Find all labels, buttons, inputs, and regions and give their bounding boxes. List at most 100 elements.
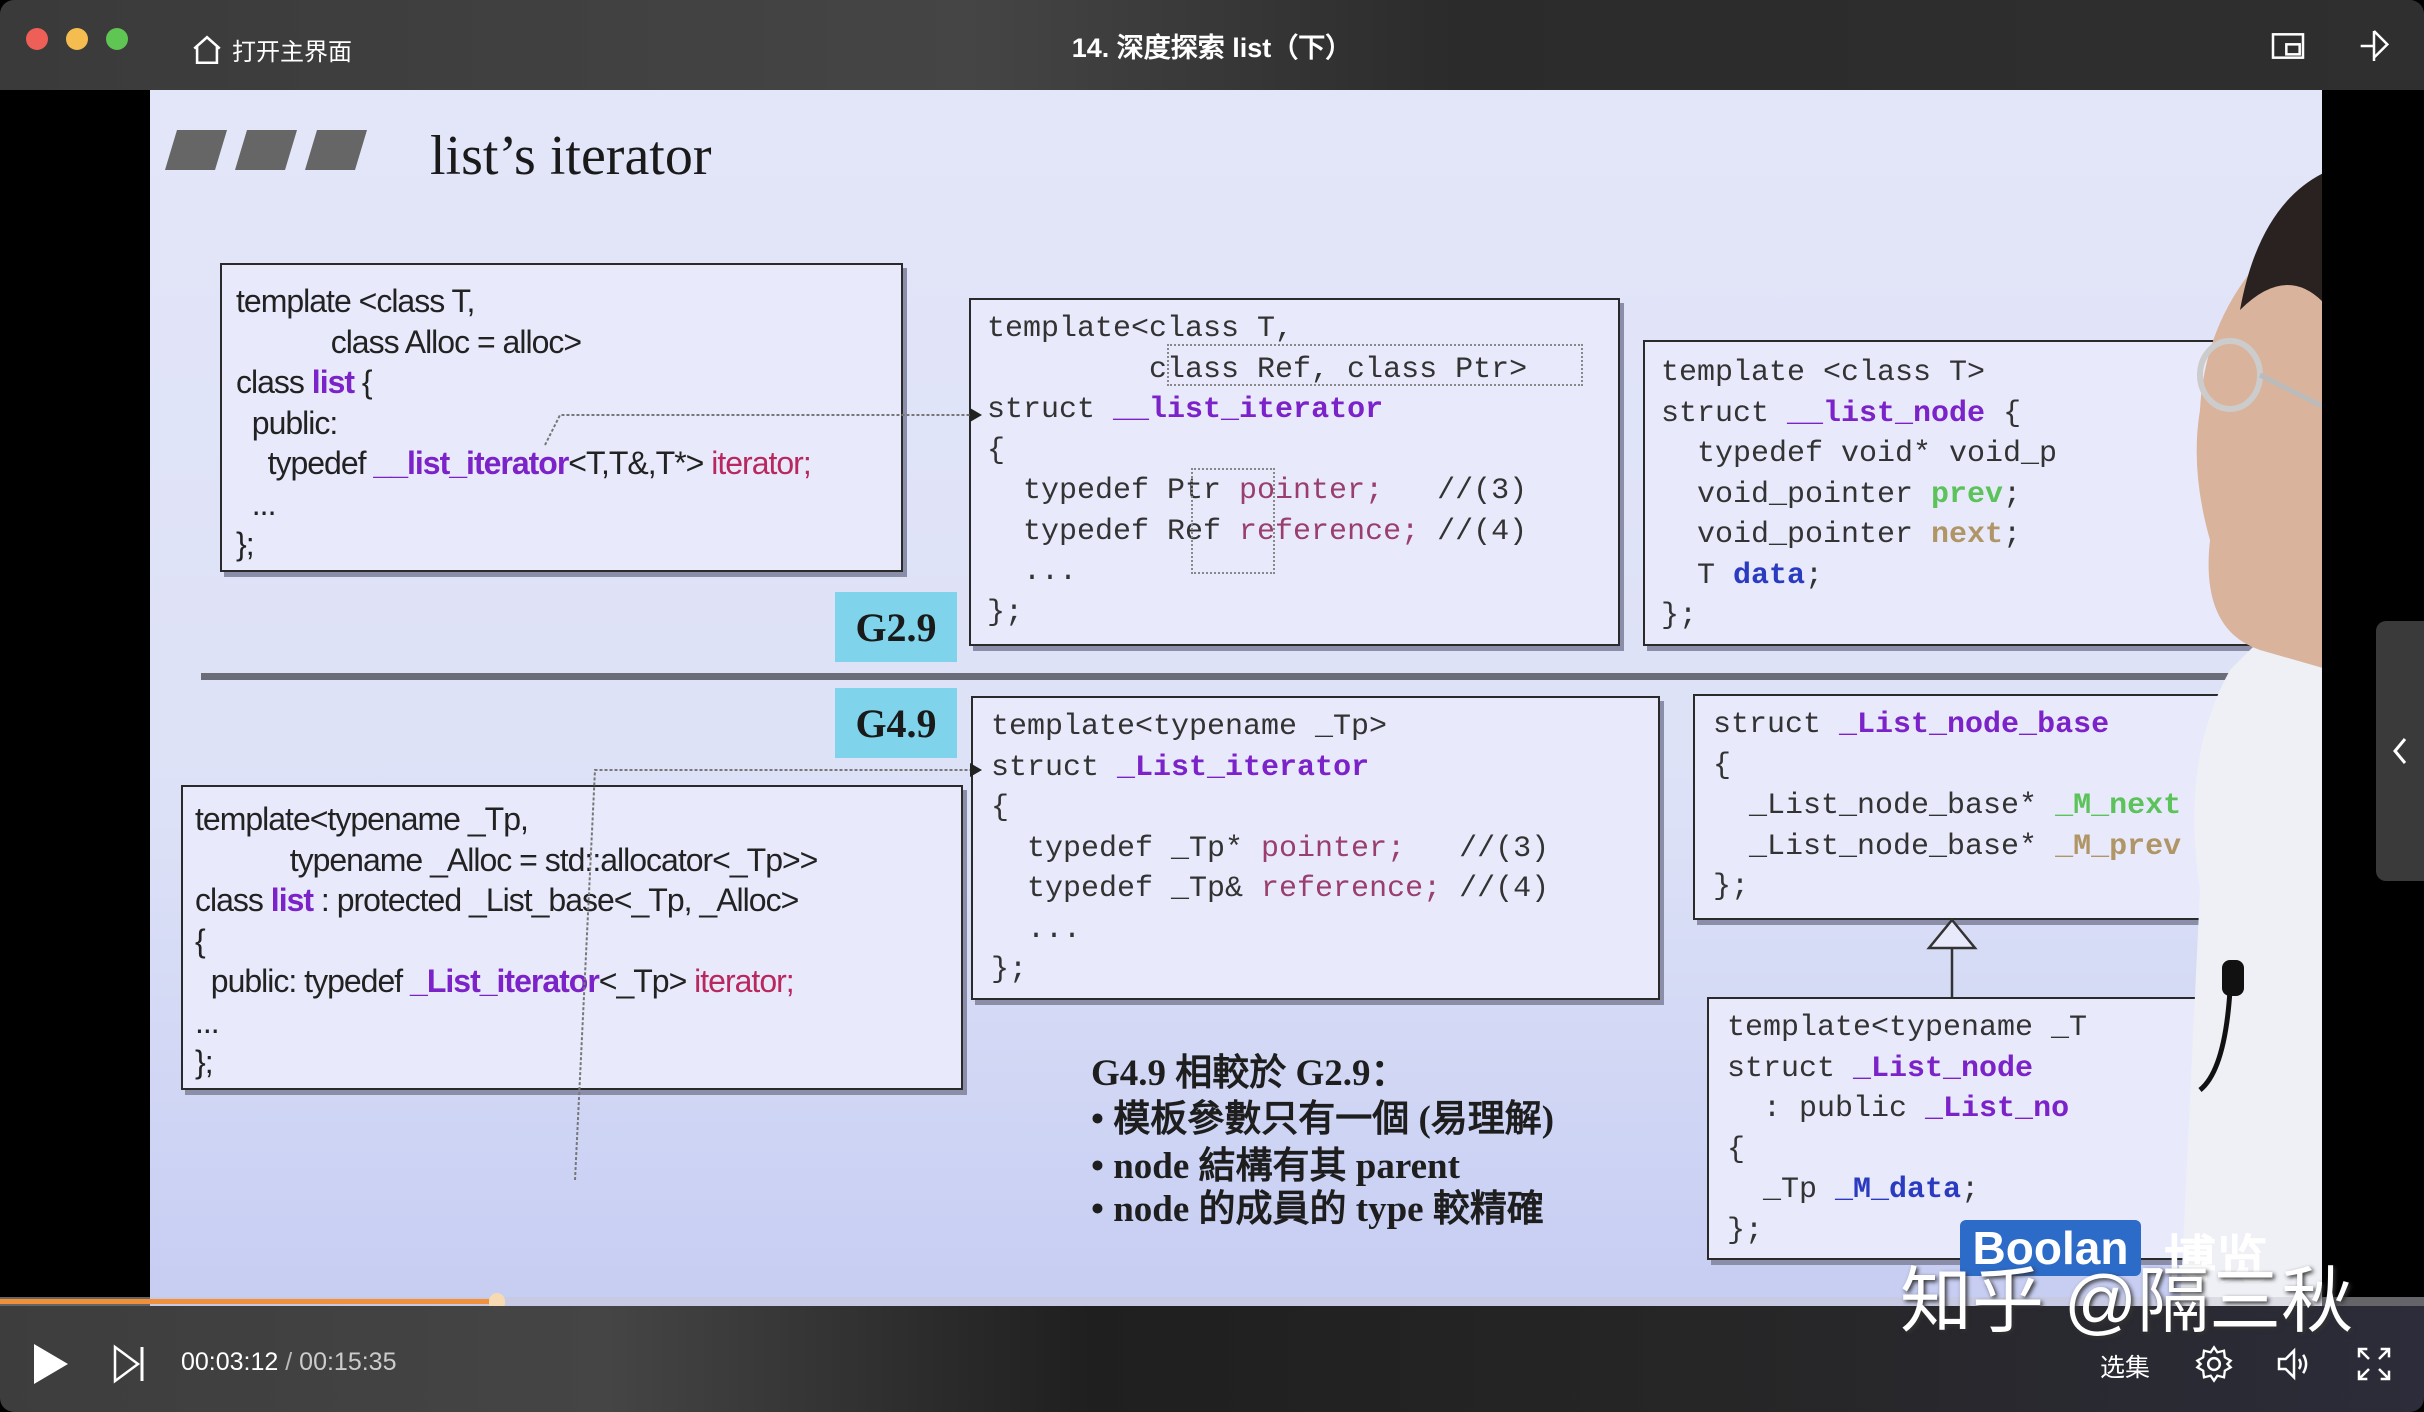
code-token: class — [195, 882, 271, 918]
slide: list’s iterator template <class T, class… — [150, 90, 2322, 1306]
code-token-highlight: prev — [1931, 477, 2004, 512]
code-token: typedef Ref — [987, 514, 1240, 549]
code-line: { — [1713, 749, 1731, 783]
close-window-button[interactable] — [26, 28, 48, 50]
title-bar: 14. 深度探索 list（下） 打开主界面 — [0, 0, 2424, 90]
g29-list-code: template <class T, class Alloc = alloc>c… — [220, 263, 903, 572]
code-token: { — [1713, 748, 1732, 783]
code-token: { — [354, 364, 373, 400]
code-token: }; — [991, 953, 1028, 987]
code-line: ... — [195, 1004, 220, 1041]
code-line: class list : protected _List_base<_Tp, _… — [195, 882, 799, 919]
code-token: }; — [1727, 1213, 1764, 1248]
code-line: typedef _Tp& reference; //(4) — [991, 872, 1549, 906]
ptr-ref-highlight — [1191, 468, 1275, 574]
time-display: 00:03:12 / 00:15:35 — [181, 1348, 397, 1377]
code-token: struct — [1727, 1051, 1854, 1086]
code-line: struct __list_node { — [1661, 397, 2021, 431]
code-token-highlight: list — [270, 882, 314, 918]
code-line: typename _Alloc = std::allocator<_Tp>> — [195, 842, 819, 879]
duration: 00:15:35 — [299, 1348, 397, 1376]
section-divider — [201, 673, 2301, 680]
inheritance-arrow — [1926, 918, 1978, 998]
code-token-highlight: iterator; — [711, 445, 811, 481]
code-line: { — [987, 434, 1005, 468]
zoom-window-button[interactable] — [106, 28, 128, 50]
code-token: }; — [236, 526, 255, 562]
open-home-button[interactable]: 打开主界面 — [190, 32, 352, 67]
code-line: struct _List_node — [1727, 1052, 2033, 1086]
code-line: template<typename _Tp, — [195, 801, 529, 838]
code-line: }; — [1727, 1214, 1763, 1248]
code-token: typedef — [236, 445, 374, 481]
player-controls: 00:03:12 / 00:15:35 选集 — [0, 1306, 2424, 1412]
video-area[interactable]: list’s iterator template <class T, class… — [0, 90, 2424, 1306]
code-token: typedef _Tp* — [991, 831, 1262, 866]
code-line: typedef _Tp* pointer; //(3) — [991, 832, 1549, 866]
code-token: }; — [987, 595, 1024, 630]
connector-lines — [544, 408, 982, 1181]
code-line: ... — [991, 913, 1081, 947]
code-token: struct — [987, 393, 1114, 427]
code-token-highlight: _M_prev — [2055, 829, 2182, 864]
code-token: : protected _List_base<_Tp, _Alloc> — [313, 882, 799, 918]
gear-icon[interactable] — [2194, 1344, 2234, 1384]
code-line: typedef Ptr pointer; //(3) — [987, 474, 1527, 508]
watermark: 知乎 @隔三秋 — [1900, 1262, 2354, 1342]
volume-icon[interactable] — [2274, 1344, 2314, 1384]
code-line: template<typename _Tp> — [991, 710, 1387, 744]
code-token-highlight: list — [311, 364, 355, 400]
window-title: 14. 深度探索 list（下） — [1071, 33, 1353, 63]
code-line: class Ref, class Ptr> — [987, 353, 1527, 387]
code-token-highlight: _List_iterator — [410, 963, 600, 999]
code-token: ; — [1961, 1173, 1980, 1207]
code-line: typedef __list_iterator<T,T&,T*> iterato… — [236, 445, 812, 482]
code-token-highlight: iterator; — [694, 963, 794, 999]
g49-badge: G4.9 — [835, 688, 957, 758]
g29-badge: G2.9 — [835, 592, 957, 662]
code-line: struct _List_iterator — [991, 751, 1369, 785]
time-separator: / — [278, 1348, 300, 1376]
note-heading: G4.9 相較於 G2.9： — [1091, 1053, 1408, 1094]
side-panel-toggle[interactable] — [2376, 621, 2424, 881]
code-token-highlight: next — [1931, 518, 2004, 552]
code-token-highlight: __list_iterator — [373, 445, 569, 481]
code-token: template <class T> — [1661, 356, 1986, 390]
code-line: : public _List_no — [1727, 1092, 2069, 1126]
code-token: { — [987, 433, 1006, 468]
code-token: <T,T&,T*> — [568, 445, 712, 481]
code-token: typedef Ptr — [987, 474, 1240, 508]
episodes-button[interactable]: 选集 — [2100, 1354, 2151, 1382]
picture-in-picture-icon[interactable] — [2268, 26, 2308, 66]
code-line: _List_node_base* _M_next — [1713, 789, 2181, 823]
pin-icon[interactable] — [2354, 26, 2394, 66]
play-icon[interactable] — [30, 1342, 70, 1386]
next-icon[interactable] — [112, 1344, 146, 1384]
code-token: ; — [1805, 558, 1824, 593]
code-token: struct — [1661, 396, 1788, 431]
code-token: typedef _Tp& — [991, 872, 1262, 906]
code-token: }; — [1661, 599, 1698, 633]
g29-node-code: template <class T>struct __list_node { t… — [1643, 340, 2322, 646]
code-token: _List_node_base* — [1713, 829, 2056, 864]
code-token: ... — [991, 912, 1082, 947]
progress-fill — [0, 1299, 497, 1304]
code-token: { — [1727, 1132, 1746, 1167]
code-token: }; — [1713, 870, 1750, 904]
code-line: void_pointer next; — [1661, 518, 2021, 552]
code-line: }; — [987, 596, 1023, 630]
code-token: { — [991, 791, 1010, 825]
g29-iterator-code: template<class T, class Ref, class Ptr>s… — [969, 298, 1620, 646]
code-line: T data; — [1661, 559, 1823, 593]
code-token-highlight: pointer; — [1261, 831, 1406, 866]
open-home-label: 打开主界面 — [232, 39, 352, 66]
minimize-window-button[interactable] — [66, 28, 88, 50]
fullscreen-icon[interactable] — [2354, 1344, 2394, 1384]
code-token-highlight: _List_node_base — [1839, 708, 2110, 742]
code-token: ; — [2003, 518, 2022, 552]
code-token: ... — [236, 485, 277, 522]
current-time: 00:03:12 — [181, 1348, 279, 1376]
code-token: //(3) — [1383, 474, 1528, 508]
code-token: void_pointer — [1661, 477, 1932, 512]
